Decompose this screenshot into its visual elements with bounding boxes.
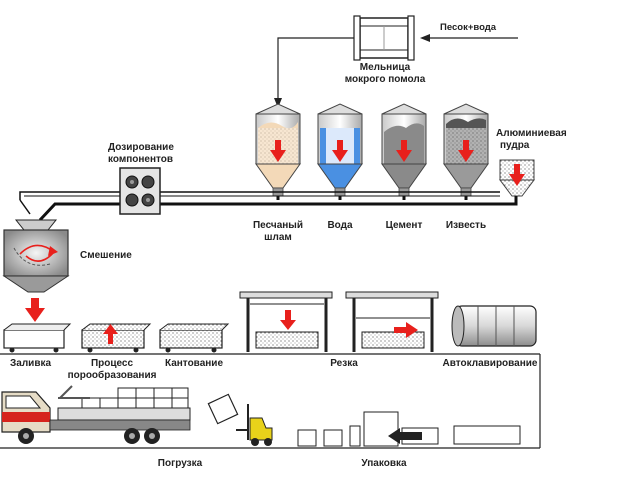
aluminum-label-line1: Алюминиевая	[496, 128, 567, 139]
silo-label-cement: Цемент	[386, 220, 423, 231]
production-line-frame	[0, 353, 541, 449]
feed-pipes	[19, 191, 518, 222]
packing-blocks	[297, 411, 521, 447]
pour-down-arrow-icon	[25, 298, 45, 322]
mill-to-silo-pipe	[274, 37, 354, 108]
mill-label-line1: Мельница	[360, 62, 411, 73]
dosing-unit-icon	[119, 167, 161, 215]
process-label-line2: порообразования	[68, 369, 157, 381]
cutting-frame-2	[345, 291, 439, 352]
aluminum-label-line2: пудра	[500, 140, 530, 151]
cutting-frame-1	[239, 291, 333, 352]
water-silo-icon	[317, 103, 363, 197]
cutting-label: Резка	[330, 358, 358, 369]
mold-pouring	[3, 323, 72, 353]
cement-silo-icon	[381, 103, 427, 197]
silo-label-lime: Известь	[446, 220, 486, 231]
lime-silo-icon	[443, 103, 489, 197]
autoclaving-label: Автоклавирование	[443, 358, 538, 369]
mill-label-line2: мокрого помола	[345, 74, 426, 85]
forklift-icon	[207, 393, 273, 446]
packing-arrow-icon	[388, 428, 422, 444]
dosing-label-line2: компонентов	[108, 154, 173, 165]
mold-tilting	[159, 323, 230, 353]
process-label-line1: Процесс	[91, 358, 134, 369]
silo-label-water: Вода	[327, 220, 353, 231]
aluminum-powder-hopper-icon	[499, 159, 535, 197]
loading-label: Погрузка	[158, 458, 203, 469]
input-arrow	[420, 34, 518, 42]
mold-foaming	[81, 323, 152, 353]
truck-icon	[1, 385, 191, 444]
sand-slurry-silo-icon	[255, 103, 301, 197]
input-label: Песок+вода	[440, 22, 497, 33]
wet-mill-icon	[353, 15, 415, 61]
packing-label: Упаковка	[361, 458, 407, 469]
tilting-label: Кантование	[165, 358, 223, 369]
pouring-label: Заливка	[10, 358, 51, 369]
mixing-label: Смешение	[80, 250, 132, 261]
autoclave-icon	[451, 305, 537, 347]
mixer-icon	[2, 219, 70, 293]
silo-label-sand-line1: Песчаный	[253, 220, 303, 231]
dosing-label-line1: Дозирование	[108, 142, 174, 153]
silo-label-sand-line2: шлам	[264, 232, 292, 243]
